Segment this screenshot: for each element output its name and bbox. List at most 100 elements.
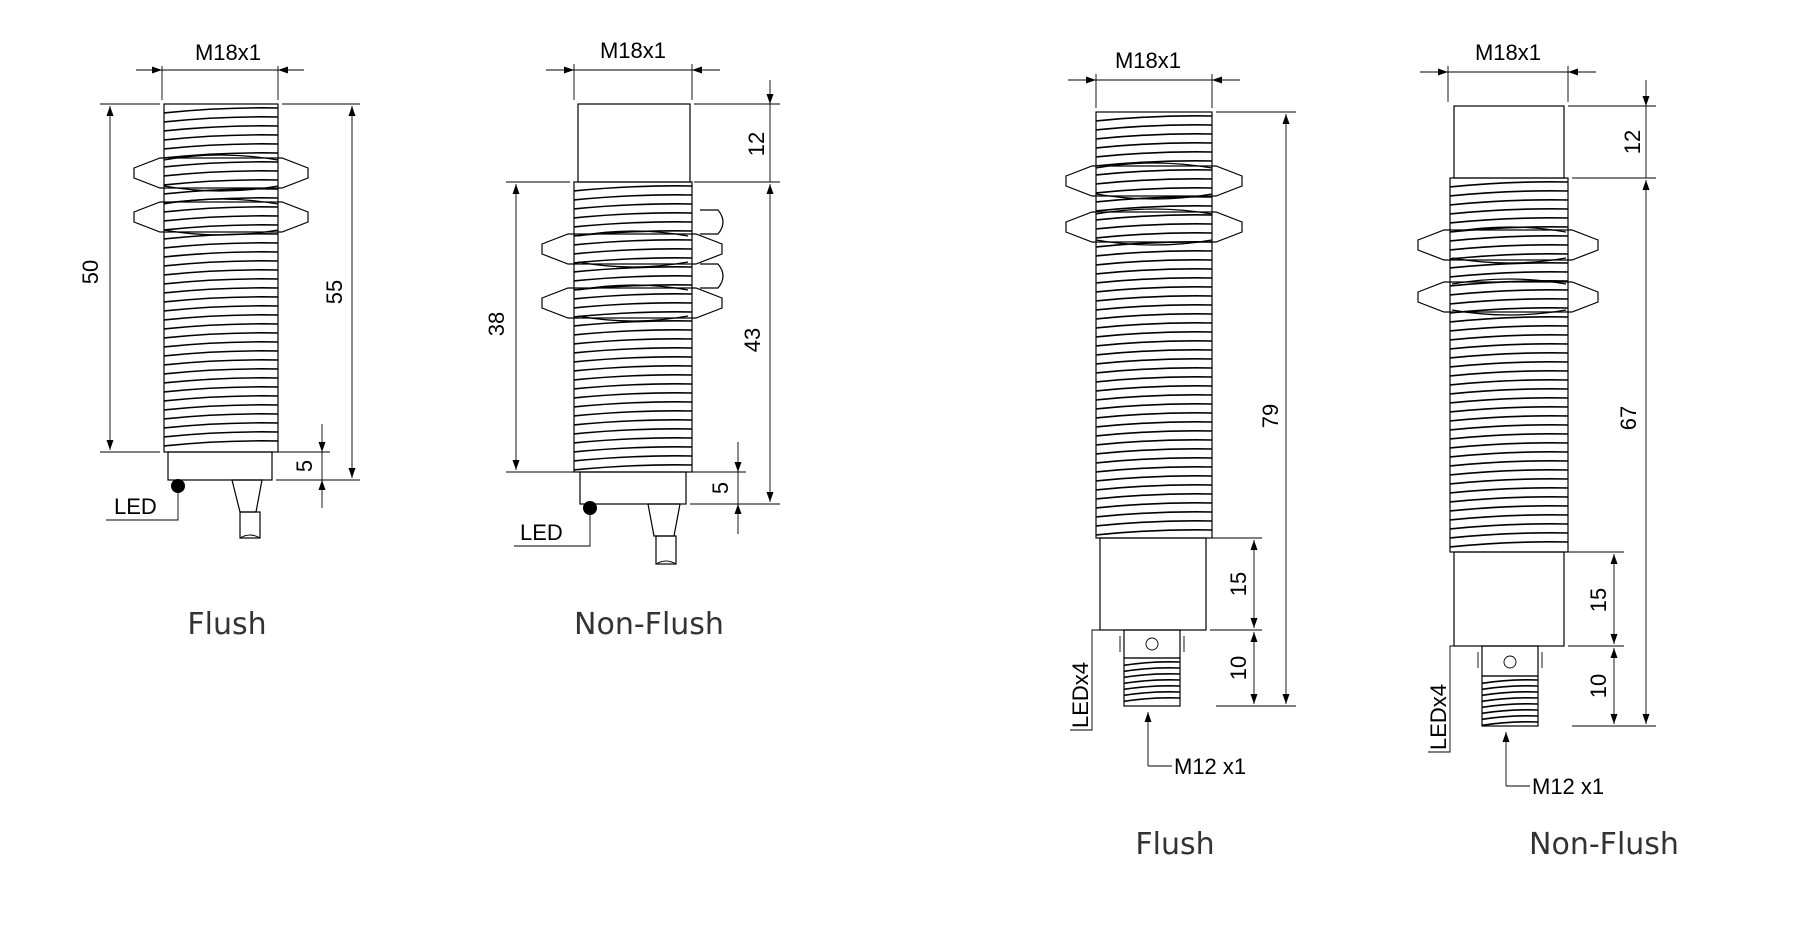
led-label: LEDx4 (1426, 684, 1451, 750)
thread-line (1095, 493, 1213, 500)
thread-line (1449, 217, 1569, 224)
thread-line (163, 224, 279, 231)
thread-line (1449, 325, 1569, 332)
thread-line (1481, 715, 1539, 721)
thread-line (163, 179, 279, 186)
thread-line (573, 383, 693, 390)
thread-line (1095, 142, 1213, 149)
thread-line (1449, 505, 1569, 512)
drawing-flush-cable: M18x1 LED 50 55 (78, 40, 360, 642)
thread-line (573, 392, 693, 399)
thread-line (1095, 133, 1213, 140)
thread-line (573, 248, 693, 255)
thread-line (163, 278, 279, 285)
thread-line (1449, 532, 1569, 539)
thread-line (163, 188, 279, 195)
thread-line (163, 242, 279, 249)
thread-line (1449, 442, 1569, 449)
thread-line (1095, 475, 1213, 482)
thread-line (1095, 358, 1213, 365)
thread-line (163, 395, 279, 402)
drawing-nonflush-cable: M18x1 LED 38 (484, 38, 780, 642)
thread-line (1449, 397, 1569, 404)
cable-gland (647, 503, 681, 537)
length-10-label: 10 (1226, 656, 1251, 680)
thread-line (1095, 250, 1213, 257)
thread-line (1095, 205, 1213, 212)
thread-line (573, 329, 693, 336)
led-indicator (583, 501, 597, 515)
led-leader (106, 492, 179, 521)
thread-line (1449, 487, 1569, 494)
cable-gland (231, 479, 263, 513)
rear-housing (579, 471, 687, 505)
m12-connector-thread (1123, 657, 1181, 707)
drawing-flush-connector: M18x1 LEDx4 M12 x1 (1065, 48, 1296, 862)
thread-line (1095, 340, 1213, 347)
drawing-nonflush-connector: M18x1 LEDx4 M12 x1 1 (1417, 40, 1679, 862)
thread-line (1095, 484, 1213, 491)
thread-line (1449, 514, 1569, 521)
cable (239, 511, 261, 539)
thread-line (163, 431, 279, 438)
thread-line (1095, 169, 1213, 176)
length-55-label: 55 (322, 280, 347, 304)
thread-line (1449, 352, 1569, 359)
thread-line (163, 296, 279, 303)
thread-line (163, 116, 279, 123)
thread-line (573, 185, 693, 192)
thread-line (573, 410, 693, 417)
thread-line (573, 302, 693, 309)
thread-line (573, 275, 693, 282)
thread-line (1449, 316, 1569, 323)
thread-line (1481, 691, 1539, 697)
thread-line (1449, 451, 1569, 458)
length-43-label: 43 (740, 328, 765, 352)
led-label: LED (520, 520, 563, 545)
thread-line (1481, 721, 1539, 727)
thread-line (1449, 253, 1569, 260)
thread-line (163, 287, 279, 294)
thread-line (1449, 199, 1569, 206)
length-5-label: 5 (292, 460, 317, 472)
thread-line (1095, 214, 1213, 221)
thread-line (163, 314, 279, 321)
thread-line (1095, 304, 1213, 311)
thread-line (163, 107, 279, 114)
thread-line (163, 260, 279, 267)
led-window (1145, 637, 1159, 651)
thread-line (573, 320, 693, 327)
thread-line (1095, 223, 1213, 230)
thread-line (1095, 448, 1213, 455)
thread-line (1095, 259, 1213, 266)
thread-line (1095, 232, 1213, 239)
led-leader (514, 514, 591, 547)
thread-line (1095, 457, 1213, 464)
thread-line (573, 194, 693, 201)
rear-housing (1099, 537, 1207, 631)
threaded-barrel (163, 103, 279, 453)
thread-line (1095, 268, 1213, 275)
thread-line (163, 143, 279, 150)
led-label: LED (114, 494, 157, 519)
thread-line (163, 359, 279, 366)
thread-line (1449, 541, 1569, 548)
thread-line (1095, 520, 1213, 527)
thread-line (1095, 430, 1213, 437)
thread-size-label: M18x1 (1115, 48, 1181, 73)
thread-line (1095, 124, 1213, 131)
thread-line (1449, 361, 1569, 368)
length-15-label: 15 (1586, 588, 1611, 612)
connector-head (1481, 645, 1539, 677)
length-38-label: 38 (484, 312, 509, 336)
thread-line (1123, 667, 1181, 673)
thread-line (573, 266, 693, 273)
thread-line (1095, 511, 1213, 518)
thread-line (573, 365, 693, 372)
thread-line (1095, 196, 1213, 203)
thread-line (573, 221, 693, 228)
caption-nonflush: Non-Flush (574, 607, 724, 642)
connector-head (1123, 629, 1181, 659)
sensing-cap (577, 103, 691, 183)
thread-line (1449, 424, 1569, 431)
